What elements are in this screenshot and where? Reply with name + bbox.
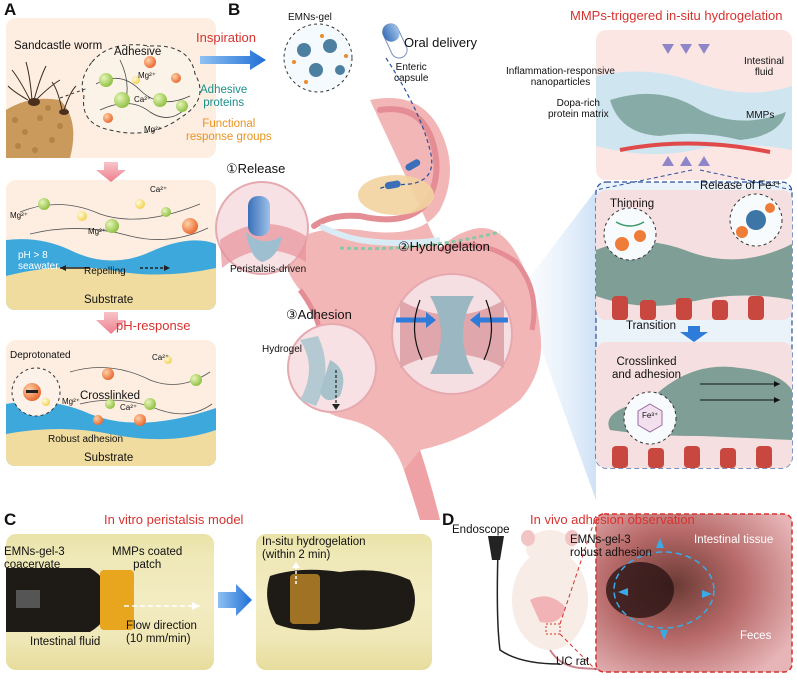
substrate-layer <box>6 267 216 310</box>
adhesive-bubble <box>81 44 201 134</box>
label-ca-3: Ca²⁺ <box>152 353 170 362</box>
label-release: ①Release <box>226 161 286 176</box>
label-dopa-matrix: Dopa-rich protein matrix <box>548 98 609 120</box>
label-peristalsis-driven: Peristalsis-driven <box>230 264 307 275</box>
endoscope-cable <box>496 549 561 665</box>
label-mg-5: Mg²⁺ <box>62 397 80 406</box>
label-ca-4: Ca²⁺ <box>120 403 138 412</box>
label-adhesive: Adhesive <box>114 46 162 58</box>
label-mg-1: Mg²⁺ <box>138 71 156 80</box>
sandcastle-worm-illustration <box>6 61 77 158</box>
panel-letter-b: B <box>228 0 241 19</box>
label-ca-2: Ca²⁺ <box>150 185 168 194</box>
panel-letter-c: C <box>4 510 17 529</box>
label-robust-adhesion: Robust adhesion <box>48 434 124 445</box>
label-feces: Feces <box>740 630 772 642</box>
label-ph-response: pH-response <box>116 318 191 333</box>
label-thinning: Thinning <box>610 198 655 210</box>
label-inflammation-np: Inflammation-responsive nanoparticles <box>506 66 615 88</box>
label-mg-4: Mg²⁺ <box>88 227 106 236</box>
inspiration-arrow <box>200 50 266 70</box>
label-fe: Fe³⁺ <box>642 411 659 420</box>
endoscope-view <box>595 513 793 673</box>
adhesive-particles <box>99 56 188 123</box>
transition-arrow <box>680 326 708 342</box>
label-mmps-title: MMPs-triggered in-situ hydrogelation <box>570 8 783 23</box>
label-flow-direction: Flow direction (10 mm/min) <box>126 620 197 645</box>
label-oral-delivery: Oral delivery <box>404 35 477 50</box>
label-sandcastle-worm: Sandcastle worm <box>14 40 103 52</box>
label-intestinal-fluid-c: Intestinal fluid <box>30 636 101 648</box>
label-mg-2: Mg²⁺ <box>144 125 162 134</box>
label-deprotonated: Deprotonated <box>10 350 71 361</box>
label-hydrogelation: ②Hydrogelation <box>398 239 490 254</box>
label-crosslinked: Crosslinked <box>80 390 141 402</box>
label-hydrogel: Hydrogel <box>262 344 303 355</box>
label-enteric-capsule: Enteric capsule <box>394 62 429 84</box>
label-uc-rat: UC rat <box>556 656 590 668</box>
label-repelling: Repelling <box>84 266 126 277</box>
label-panel-d-title: In vivo adhesion observation <box>530 512 695 527</box>
label-panel-c-title: In vitro peristalsis model <box>104 512 244 527</box>
label-emns-gel3-coacervate: EMNs-gel-3 coacervate <box>4 546 65 571</box>
label-inspiration: Inspiration <box>196 30 256 45</box>
label-adhesive-proteins: Adhesive proteins <box>200 84 248 109</box>
label-in-situ: In-situ hydrogelation (within 2 min) <box>262 536 366 561</box>
label-functional-groups: Functional response groups <box>186 118 272 143</box>
label-adhesion: ③Adhesion <box>286 307 352 322</box>
label-ca-1: Ca²⁺ <box>134 95 152 104</box>
label-crosslinked-adhesion: Crosslinked and adhesion <box>612 356 682 381</box>
label-emns-gel: EMNs-gel <box>288 12 332 23</box>
label-emns-gel3-adhesion: EMNs-gel-3 robust adhesion <box>570 534 652 559</box>
emns-gel-circle <box>283 23 353 93</box>
label-intestinal-tissue: Intestinal tissue <box>694 534 774 546</box>
label-mmps-patch: MMPs coated patch <box>112 546 183 571</box>
label-endoscope: Endoscope <box>452 524 510 536</box>
label-substrate-1: Substrate <box>84 294 134 306</box>
enteric-capsule <box>382 23 408 59</box>
label-release-fe: Release of Fe³⁺ <box>700 180 782 192</box>
label-ph-gt8: pH > 8 seawater <box>18 250 59 272</box>
label-substrate-2: Substrate <box>84 452 134 464</box>
panel-letter-a: A <box>4 0 17 19</box>
panel-letter-d: D <box>442 510 455 529</box>
label-mg-3: Mg²⁺ <box>10 211 28 220</box>
label-intestinal-fluid-b: Intestinal fluid <box>744 56 785 78</box>
zoom-fan <box>520 190 596 500</box>
rat-illustration <box>512 530 681 671</box>
label-transition: Transition <box>626 320 677 332</box>
label-mmps: MMPs <box>746 110 775 121</box>
